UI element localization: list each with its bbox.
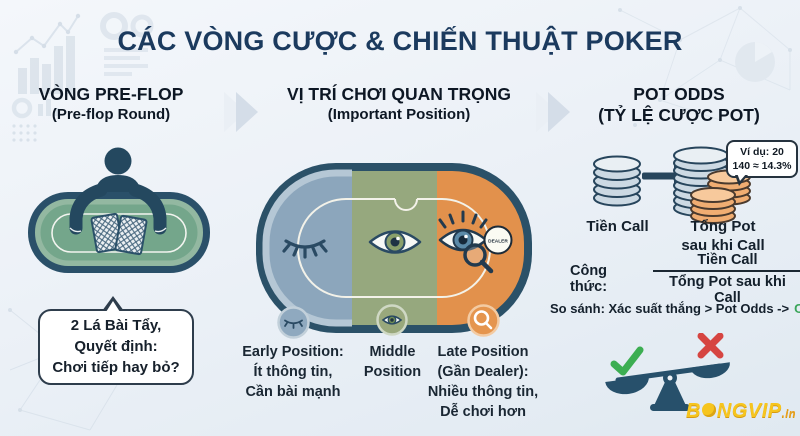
middle-position-label: Middle Position bbox=[363, 344, 422, 380]
closed-eye-icon bbox=[284, 319, 303, 329]
open-eye-icon bbox=[381, 315, 403, 325]
formula-denominator: Tổng Pot sau khi Call bbox=[652, 270, 800, 306]
pot-stack-label: Tổng Pot sau khi Call bbox=[681, 218, 765, 254]
preflop-subheading: (Pre-flop Round) bbox=[51, 106, 171, 123]
magnifier-icon bbox=[473, 310, 493, 330]
x-icon bbox=[697, 333, 724, 359]
position-subheading: (Important Position) bbox=[327, 106, 471, 123]
logo: B NGVIP.in bbox=[600, 400, 796, 423]
dealer-button: DEALER bbox=[483, 225, 513, 255]
late-position-label: Late Position (Gần Dealer): Nhiều thông … bbox=[427, 344, 539, 420]
svg-text:DEALER: DEALER bbox=[488, 239, 508, 245]
early-position-label: Early Position: Ít thông tin, Cần bài mạ… bbox=[242, 344, 344, 400]
comparison-rule: So sánh: Xác suất thắng > Pot Odds -> CAL… bbox=[550, 301, 800, 316]
logo-text: B bbox=[685, 400, 701, 422]
potodds-section-header: POT ODDS (TỶ LỆ CƯỢC POT) bbox=[558, 84, 800, 126]
comparison-text: So sánh: Xác suất thắng > Pot Odds -> bbox=[550, 301, 790, 316]
position-heading: VỊ TRÍ CHƠI QUAN TRỌNG bbox=[287, 84, 511, 104]
formula-fraction: Tiền Call Tổng Pot sau khi Call bbox=[652, 252, 800, 306]
potodds-subheading: (TỶ LỆ CƯỢC POT) bbox=[598, 105, 760, 125]
check-icon bbox=[610, 346, 644, 376]
preflop-section-header: VÒNG PRE-FLOP (Pre-flop Round) bbox=[0, 84, 222, 124]
formula-numerator: Tiền Call bbox=[697, 252, 758, 268]
chevron-right-icon bbox=[224, 92, 258, 132]
bubble-line: Chơi tiếp hay bỏ? bbox=[52, 359, 180, 376]
bubble-line: Quyết định: bbox=[74, 338, 158, 355]
preflop-table-illustration bbox=[28, 147, 210, 273]
chip-stack-large bbox=[673, 146, 751, 224]
chevron-right-icon bbox=[536, 92, 570, 132]
logo-suffix: .in bbox=[781, 408, 796, 420]
late-position-badge bbox=[467, 304, 500, 337]
middle-position-badge bbox=[376, 304, 408, 336]
cards-icon bbox=[90, 212, 148, 256]
person-arms bbox=[69, 183, 167, 235]
bar-chart-decoration bbox=[11, 12, 154, 142]
example-line: 140 ≈ 14.3% bbox=[732, 160, 792, 172]
closed-eye-icon bbox=[282, 239, 328, 259]
ball-icon bbox=[701, 403, 716, 417]
logo-text: NGVIP bbox=[716, 400, 782, 422]
formula-label: Công thức: bbox=[570, 263, 608, 295]
call-stack-label: Tiền Call bbox=[586, 218, 649, 235]
early-position-badge bbox=[277, 306, 310, 339]
position-table-illustration: DEALER bbox=[256, 163, 532, 333]
example-line: Ví dụ: 20 bbox=[740, 146, 784, 158]
network-decoration bbox=[618, 6, 792, 127]
pot-odds-formula: Công thức: Tiền Call Tổng Pot sau khi Ca… bbox=[570, 252, 800, 306]
open-eye-icon bbox=[368, 230, 422, 254]
bubble-line: 2 Lá Bài Tẩy, bbox=[70, 317, 162, 334]
preflop-speech-bubble: 2 Lá Bài Tẩy, Quyết định: Chơi tiếp hay … bbox=[38, 296, 194, 385]
example-callout: Ví dụ: 20 140 ≈ 14.3% bbox=[726, 140, 798, 186]
position-section-header: VỊ TRÍ CHƠI QUAN TRỌNG (Important Positi… bbox=[258, 84, 540, 124]
page-title: CÁC VÒNG CƯỢC & CHIẾN THUẬT POKER bbox=[117, 26, 683, 56]
balance-scale-icon bbox=[605, 333, 730, 411]
pot-odds-illustration bbox=[593, 146, 751, 224]
preflop-heading: VÒNG PRE-FLOP bbox=[38, 84, 184, 104]
potodds-heading: POT ODDS bbox=[633, 84, 725, 104]
chip-stack-small bbox=[593, 155, 641, 207]
comparison-call: CALL bbox=[794, 301, 800, 316]
